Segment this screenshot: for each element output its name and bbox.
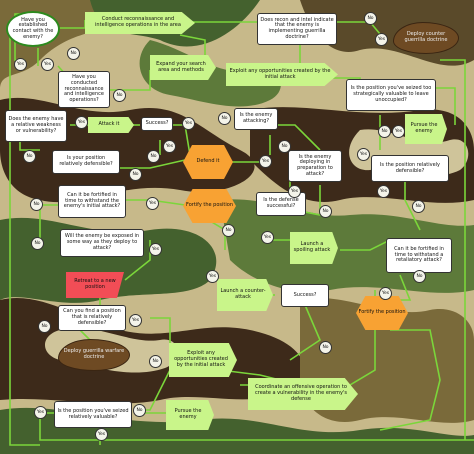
label-yes: Yes — [149, 243, 162, 256]
label-yes: Yes — [206, 270, 219, 283]
node-recon-indicate: Does recon and intel indicate that the e… — [257, 13, 337, 45]
node-exploit-initial-2: Exploit any opportunities created by the… — [169, 343, 237, 377]
label-no: No — [412, 200, 425, 213]
node-enemy-weakness: Does the enemy have a relative weakness … — [5, 110, 67, 142]
label-yes: Yes — [375, 33, 388, 46]
node-coordinate-offensive: Coordinate an offensive operation to cre… — [248, 378, 358, 410]
label-yes: Yes — [377, 185, 390, 198]
label-no: No — [113, 89, 126, 102]
label-no: No — [129, 168, 142, 181]
label-yes: Yes — [259, 155, 272, 168]
node-fortify-in-time-1: Can it be fortified in time to withstand… — [58, 185, 126, 218]
label-yes: Yes — [95, 428, 108, 441]
label-no: No — [218, 112, 231, 125]
label-yes: Yes — [357, 148, 370, 161]
label-yes: Yes — [261, 231, 274, 244]
node-position-seized-valuable: Is the position you've seized relatively… — [54, 401, 132, 428]
label-no: No — [67, 47, 80, 60]
node-fortify-in-time-2: Can it be fortified in time to withstand… — [386, 238, 452, 273]
node-launch-counter: Launch a counter-attack — [217, 279, 273, 311]
label-yes: Yes — [34, 406, 47, 419]
label-no: No — [149, 355, 162, 368]
node-established-contact: Have you established contact with the en… — [6, 11, 60, 47]
label-yes: Yes — [146, 197, 159, 210]
label-yes: Yes — [129, 314, 142, 327]
node-fortify-position-2: Fortify the position — [356, 296, 408, 330]
label-no: No — [38, 320, 51, 333]
label-yes: Yes — [41, 58, 54, 71]
node-exploit-initial-1: Exploit any opportunities created by the… — [226, 63, 338, 86]
node-conduct-recon: Conduct reconnaissance and intelligence … — [85, 12, 195, 34]
label-yes: Yes — [288, 185, 301, 198]
label-no: No — [133, 404, 146, 417]
label-yes: Yes — [392, 125, 405, 138]
node-success-1: Success? — [141, 117, 173, 131]
node-fortify-position-1: Fortify the position — [183, 189, 236, 223]
label-yes: Yes — [14, 58, 27, 71]
label-no: No — [23, 150, 36, 163]
label-yes: Yes — [182, 117, 195, 130]
label-no: No — [413, 270, 426, 283]
node-find-position: Can you find a position that is relative… — [58, 305, 126, 331]
node-retreat: Retreat to a new position — [66, 272, 124, 298]
label-no: No — [147, 150, 160, 163]
label-no: No — [364, 12, 377, 25]
node-have-conducted-recon: Have you conducted reconnaissance and in… — [58, 71, 110, 108]
node-attack-it: Attack it — [88, 117, 134, 133]
node-enemy-attacking: Is the enemy attacking? — [234, 108, 278, 130]
label-no: No — [31, 237, 44, 250]
node-position-defensible-1: Is your position relatively defensible? — [52, 150, 120, 174]
node-success-2: Success? — [281, 284, 329, 307]
node-defend-it: Defend it — [183, 145, 233, 179]
label-yes: Yes — [163, 140, 176, 153]
node-pursue-enemy-1: Pursue the enemy — [405, 114, 447, 144]
node-enemy-deploying: Is the enemy deploying in preparation to… — [288, 150, 342, 182]
node-enemy-exposed: Will the enemy be exposed in some way as… — [60, 229, 144, 257]
label-no: No — [319, 341, 332, 354]
node-expand-search: Expand your search area and methods — [150, 55, 216, 80]
node-deploy-guerrilla: Deploy guerrilla warfare doctrine — [58, 339, 130, 371]
label-no: No — [378, 125, 391, 138]
label-no: No — [222, 224, 235, 237]
node-launch-spoiling: Launch a spoiling attack — [290, 232, 338, 264]
label-no: No — [319, 205, 332, 218]
node-position-seized-strategic: Is the position you've seized too strate… — [346, 79, 436, 111]
node-pursue-enemy-2: Pursue the enemy — [166, 400, 214, 430]
label-no: No — [30, 198, 43, 211]
label-no: No — [278, 140, 291, 153]
node-deploy-counter-guerrilla: Deploy counter guerrilla doctrine — [393, 22, 459, 54]
label-yes: Yes — [75, 116, 88, 129]
node-position-defensible-2: Is the position relatively defensible? — [371, 155, 449, 182]
label-yes: Yes — [379, 287, 392, 300]
